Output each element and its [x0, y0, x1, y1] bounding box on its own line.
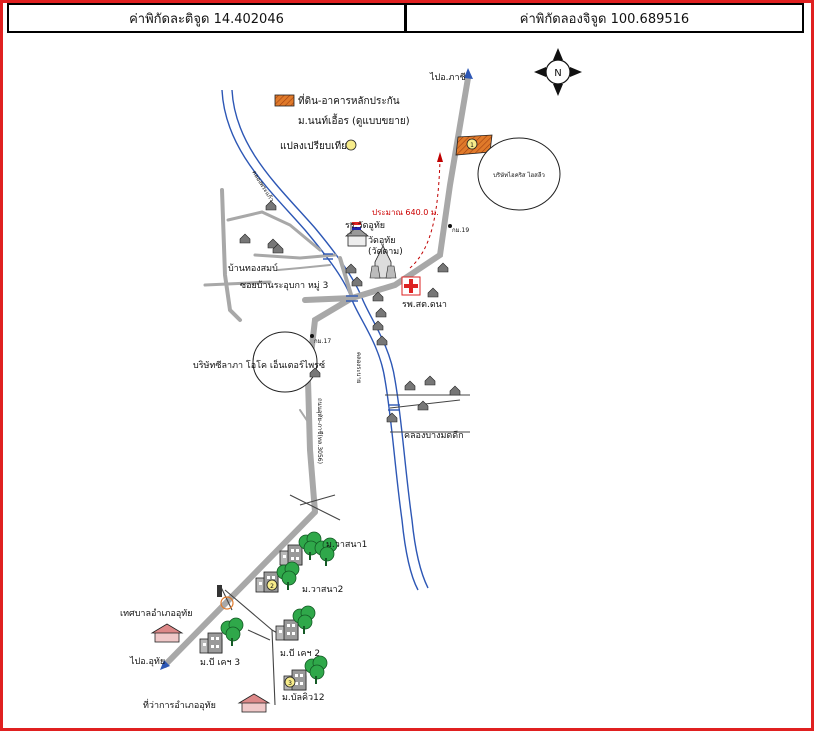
distance-label: ประมาณ 640.0 ม. — [372, 208, 439, 217]
legend-comparable-swatch — [345, 139, 357, 151]
village1-label: ม.วาสนา1 — [326, 540, 367, 550]
village-cluster-5: 3 — [283, 655, 328, 691]
comparable-3-number: 3 — [288, 680, 292, 687]
canal3-label: คลองบางมดดีก — [404, 430, 464, 441]
soi-label: ซอยบ้านระอุบกา หมู่ 3 — [240, 280, 328, 291]
canal-label: คลองพระแก้ว — [250, 169, 275, 203]
km19-dot — [448, 224, 452, 228]
latitude-cell: ค่าพิกัดละติจูด 14.402046 — [129, 11, 284, 27]
road-vertical-label: ถนนอุทัย-ภาชี(ทล.3056) — [316, 398, 324, 464]
longitude-cell: ค่าพิกัดลองจิจูด 100.689516 — [404, 5, 802, 31]
temple-label: วัดอูทัย — [368, 236, 396, 246]
village4-label: ม.บี เคฯ 2 — [280, 648, 320, 659]
district-office-icon — [237, 693, 271, 713]
hospital-icon — [401, 276, 421, 296]
to-bottom-label: ไปอ.อุทัย — [129, 656, 165, 667]
company-mid-label: บริษัทซีลาภา โอโค เอ็นเตอร์ไพรซ์ — [193, 358, 325, 371]
road-network — [162, 75, 471, 668]
traffic-light — [217, 585, 234, 610]
legend: ที่ดิน-อาคารหลักประกัน ม.นนท์เอื้อร (ดูแ… — [274, 93, 410, 152]
legend-subject-label: ที่ดิน-อาคารหลักประกัน — [298, 93, 400, 107]
legend-subject-sublabel: ม.นนท์เอื้อร (ดูแบบขยาย) — [298, 113, 410, 127]
municipality-icon — [150, 623, 184, 643]
hospital-label: รพ.สต.ดนา — [402, 300, 447, 310]
municipality-label: เทศบาลอำเภออุทัย — [120, 608, 193, 619]
to-top-label: ไปอ.ภาชี — [429, 72, 466, 83]
village-cluster-2: 2 — [255, 561, 300, 593]
local-roads — [219, 394, 470, 706]
company-top-label: บริษัทไฮคริส ไฮสลีว — [493, 171, 545, 179]
canal-main — [221, 89, 429, 591]
bridges — [323, 253, 400, 411]
compass-letter: N — [554, 68, 561, 79]
legend-subject-swatch — [274, 94, 295, 107]
district-office-label: ที่ว่าการอำเภออุทัย — [143, 698, 216, 711]
km17-label: กม.17 — [314, 338, 331, 345]
subject-marker-number: 1 — [470, 142, 474, 149]
legend-comparable-label: แปลงเปรียบเทียบ — [280, 140, 353, 152]
company-mid-bubble — [252, 331, 318, 393]
village5-label: ม.บัลคิว12 — [282, 692, 325, 703]
km19-label: กม.19 — [452, 227, 469, 234]
arrow-north-road — [464, 68, 473, 79]
canal2-label: คลองระบาย — [355, 352, 362, 383]
village2-label: ม.วาสนา2 — [302, 585, 343, 595]
school-icon — [344, 222, 370, 247]
coordinate-header: ค่าพิกัดละติจูด 14.402046 ค่าพิกัดลองจิจ… — [7, 3, 804, 33]
school-label: รร.วัดอูทัย — [345, 221, 385, 231]
distance-route — [409, 152, 443, 269]
comparable-2-number: 2 — [270, 583, 274, 590]
subject-property: 1 — [455, 134, 493, 156]
km17-dot — [310, 334, 314, 338]
arrow-south-road — [160, 660, 170, 670]
village-cluster-4 — [275, 605, 316, 641]
temple-icon — [369, 245, 397, 279]
village3-label: ม.บี เคฯ 3 — [200, 657, 240, 668]
compass-icon: N — [534, 48, 582, 96]
village-ban-label: บ้านทองสมบ์ — [228, 262, 278, 274]
company-top-bubble: บริษัทไฮคริส ไฮสลีว — [477, 137, 561, 211]
temple-sublabel: (วัดดาม) — [368, 247, 403, 257]
